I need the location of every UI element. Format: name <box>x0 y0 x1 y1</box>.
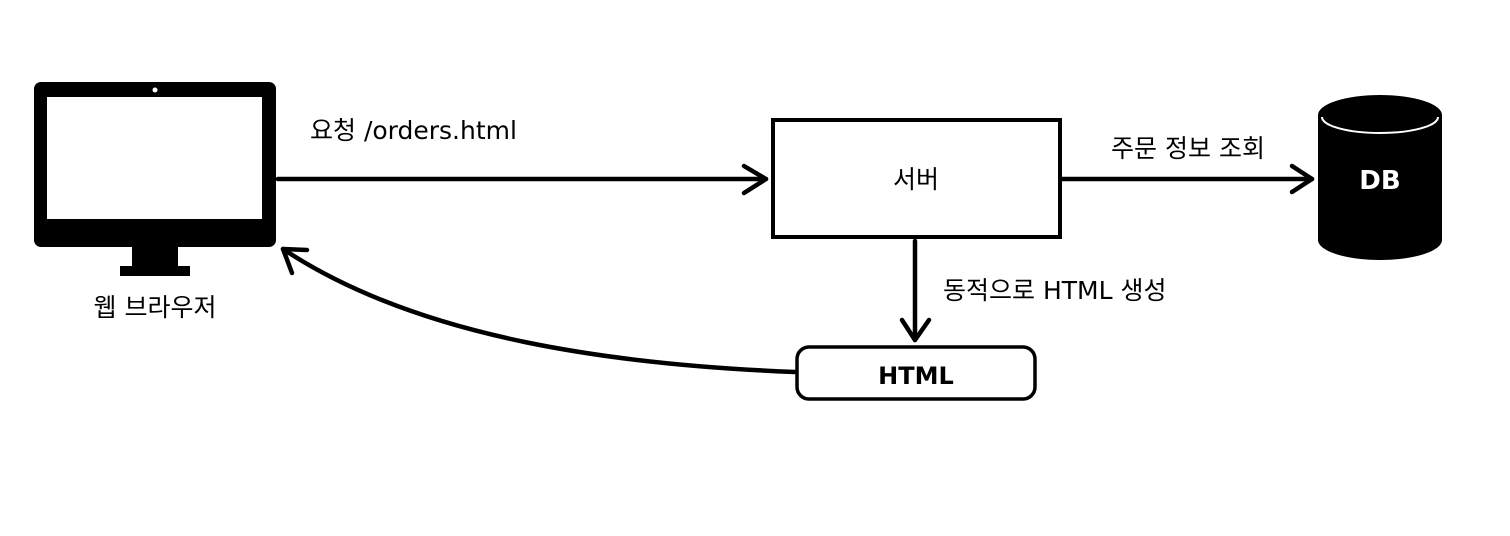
generate-label: 동적으로 HTML 생성 <box>943 276 1166 305</box>
database-cylinder-icon <box>1318 95 1442 260</box>
db-label: DB <box>1359 166 1400 196</box>
html-label: HTML <box>878 362 954 390</box>
server-label: 서버 <box>893 165 939 194</box>
request-arrow <box>275 163 769 196</box>
response-arrow <box>280 246 798 375</box>
browser-label: 웹 브라우저 <box>94 293 217 322</box>
generate-arrow <box>899 238 932 343</box>
monitor-icon <box>34 82 276 276</box>
query-label: 주문 정보 조회 <box>1111 134 1265 163</box>
query-arrow <box>1059 163 1315 195</box>
request-label: 요청 /orders.html <box>310 116 517 145</box>
